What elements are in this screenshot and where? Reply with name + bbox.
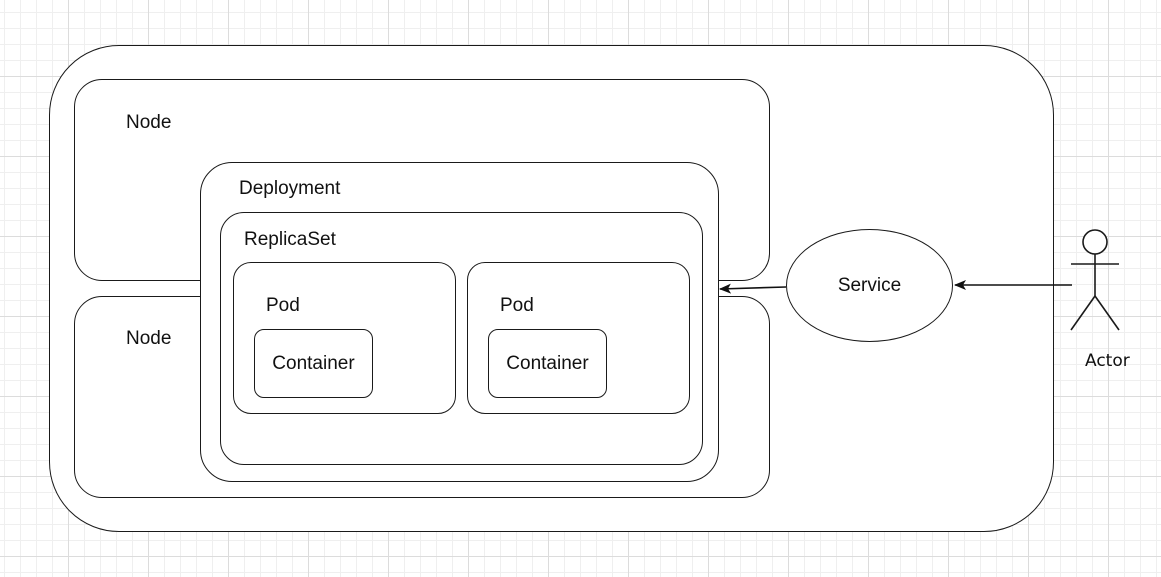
- container-box: [488, 329, 607, 398]
- service-ellipse: Service: [786, 229, 953, 342]
- service-label: Service: [837, 275, 902, 296]
- replicaset-label: ReplicaSet: [244, 229, 336, 250]
- actor-figure-icon: [1070, 229, 1120, 331]
- pod-label: Pod: [500, 295, 534, 316]
- container-box: [254, 329, 373, 398]
- service-to-deployment-arrow: [719, 283, 787, 294]
- container-label: Container: [506, 353, 589, 374]
- deployment-label: Deployment: [239, 178, 341, 199]
- container-label: Container: [272, 353, 355, 374]
- pod-label: Pod: [266, 295, 300, 316]
- actor-label: Actor: [1085, 351, 1130, 371]
- node-top-label: Node: [126, 112, 172, 133]
- node-bottom-label: Node: [126, 328, 172, 349]
